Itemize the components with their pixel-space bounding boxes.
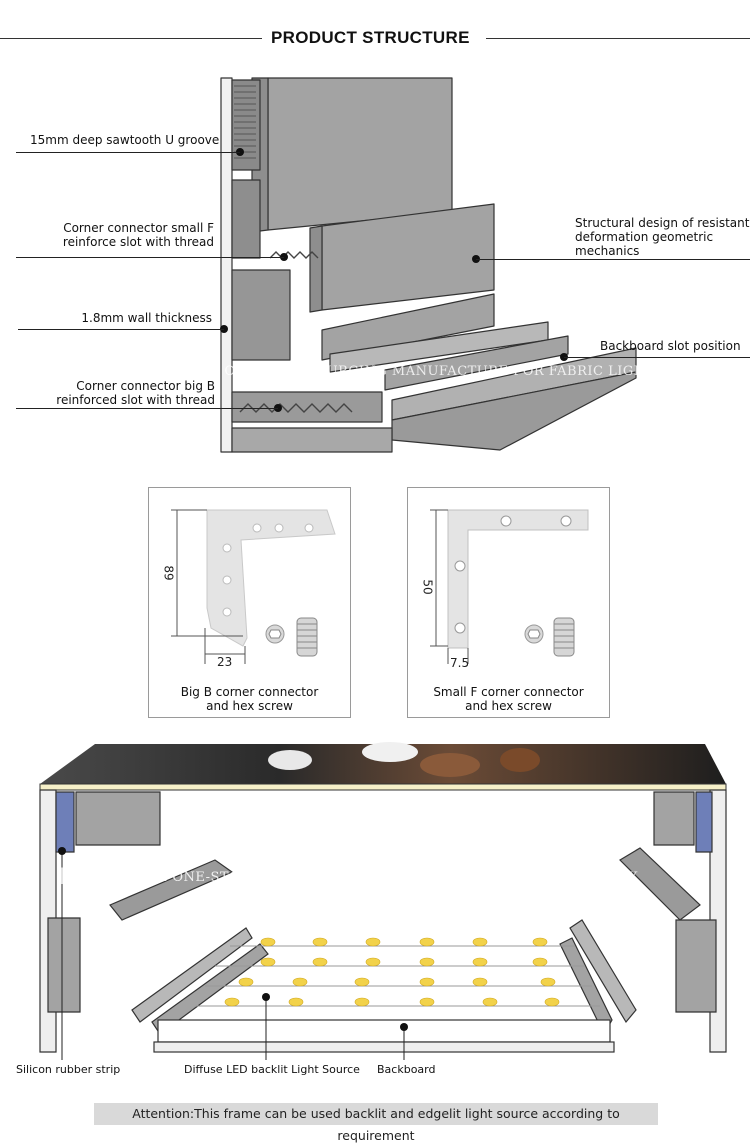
small-f-caption-2: and hex screw (465, 699, 552, 713)
label-groove: 15mm deep sawtooth U groove (30, 133, 220, 147)
label-small-f-1: Corner connector small F (63, 221, 214, 235)
leader-groove (16, 152, 240, 153)
lightbox-assembly (39, 742, 727, 1060)
big-b-dim-horizontal: 23 (217, 655, 233, 669)
label-silicon-strip: Silicon rubber strip (16, 1063, 121, 1076)
heading-rule-left (0, 38, 262, 39)
label-backboard-slot: Backboard slot position (600, 339, 741, 353)
label-backboard: Backboard (377, 1063, 436, 1076)
leader-small-f (16, 257, 284, 258)
small-f-caption-1: Small F corner connector (433, 685, 584, 699)
label-led-source: Diffuse LED backlit Light Source (184, 1063, 360, 1076)
profile-cross-section (220, 77, 637, 453)
big-b-caption-2: and hex screw (206, 699, 293, 713)
small-f-connector-drawing (430, 509, 589, 664)
label-wall: 1.8mm wall thickness (81, 311, 212, 325)
big-b-caption-1: Big B corner connector (180, 685, 319, 699)
card-small-f: 50 7.5 Small F corner connector and hex … (407, 487, 610, 718)
label-big-b-1: Corner connector big B (76, 379, 215, 393)
leader-big-b (16, 408, 278, 409)
big-b-connector-drawing (171, 509, 336, 664)
small-f-dim-horizontal: 7.5 (450, 656, 470, 670)
card-big-b: 89 23 Big B corner connector and hex scr… (148, 487, 351, 718)
leader-structural (476, 259, 750, 260)
label-big-b-2: reinforced slot with thread (56, 393, 215, 407)
watermark-text-2: HBM ONE-STOP SOURCING MANUFACTURE FOR FA… (132, 870, 639, 885)
label-structural-2: deformation geometric (575, 230, 714, 244)
watermark-text: HBM ONE-STOP SOURCING MANUFACTURE FOR FA… (184, 364, 691, 379)
leader-backboard-slot (564, 357, 750, 358)
page-title: PRODUCT STRUCTURE (271, 28, 470, 47)
watermark-top: HBM HBM ONE-STOP SOURCING MANUFACTURE FO… (112, 356, 710, 384)
attention-note: Attention:This frame can be used backlit… (94, 1103, 658, 1143)
watermark-bottom: HBM HBM ONE-STOP SOURCING MANUFACTURE FO… (56, 862, 656, 890)
watermark-logo: HBM (112, 358, 178, 384)
label-structural-1: Structural design of resistant (575, 216, 750, 230)
label-small-f-2: reinforce slot with thread (62, 235, 214, 249)
watermark-logo-2: HBM (56, 864, 122, 890)
heading-rule-right (486, 38, 750, 39)
section-heading: PRODUCT STRUCTURE (0, 26, 750, 52)
label-structural-3: mechanics (575, 244, 640, 258)
leader-wall (18, 329, 224, 330)
